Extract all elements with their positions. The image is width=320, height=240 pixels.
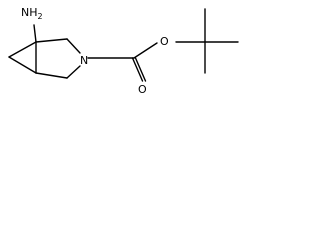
bond-ch2-bottom-c5 bbox=[35, 72, 68, 79]
bond-c1-amine bbox=[33, 24, 37, 43]
bond-c1-ch2-top bbox=[35, 38, 68, 43]
bond-carbonyl-double-b bbox=[134, 57, 147, 82]
bond-ch2-top-n bbox=[66, 38, 81, 54]
bond-cyclopropane-left-top bbox=[8, 41, 37, 58]
bond-n-ch2-bottom bbox=[66, 65, 81, 79]
carbonyl-oxygen-label: O bbox=[138, 83, 147, 96]
bond-carbonyl-ester-oxygen bbox=[133, 42, 158, 59]
amine-label-main: NH bbox=[21, 6, 38, 19]
bond-carbonyl-double-a bbox=[131, 57, 144, 82]
ester-oxygen-label: O bbox=[160, 35, 169, 48]
ring-nitrogen-label: N bbox=[80, 54, 88, 67]
amine-label-subscript: 2 bbox=[38, 12, 43, 21]
bond-cyclopropane-left-bottom bbox=[8, 56, 37, 74]
molecule-structure: NH2 N O O bbox=[8, 6, 239, 96]
amine-label: NH2 bbox=[21, 6, 43, 21]
